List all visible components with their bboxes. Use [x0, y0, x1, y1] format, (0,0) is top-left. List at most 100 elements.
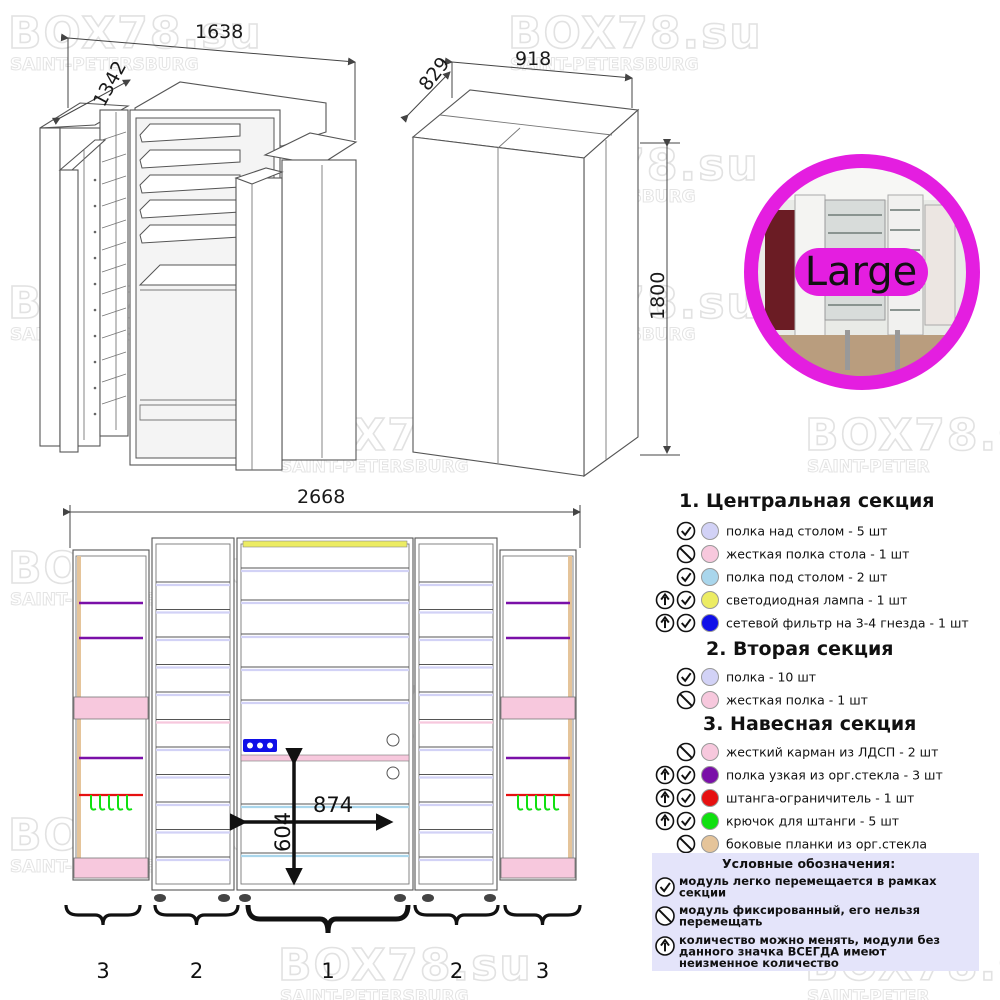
led-lamp [242, 540, 408, 548]
dim-height: 1800 [647, 272, 669, 320]
front-elevation [72, 537, 577, 902]
legend-text: модуль легко перемещается в рамках [679, 874, 937, 888]
plan-dimension: 2668 [63, 486, 581, 548]
check-circle-icon [676, 811, 696, 831]
spec-item-text: полка - 10 шт [726, 670, 816, 685]
arrow-up-circle-icon [655, 613, 675, 633]
cable-hole [386, 766, 400, 780]
section-brace [503, 904, 582, 926]
dim-closed-depth: 829 [415, 53, 455, 95]
legend-box: Условные обозначения: модуль легко переме… [652, 853, 979, 971]
spec-item-text: полка узкая из орг.стекла - 3 шт [726, 768, 943, 783]
caster [239, 894, 251, 902]
spec-item: полка узкая из орг.стекла - 3 шт [655, 765, 943, 785]
watermark-brand: BOX78.su [805, 410, 1000, 461]
color-swatch [701, 789, 719, 807]
watermark-city: SAINT-PETER [807, 457, 929, 477]
watermark-brand: BOX78.su [278, 940, 533, 991]
ban-icon [655, 906, 675, 926]
legend-entry: количество можно менять, модули безданно… [655, 933, 940, 970]
desk-shelf [240, 754, 410, 762]
large-badge: Large [744, 154, 980, 390]
ban-icon [676, 834, 696, 854]
spec-item: крючок для штанги - 5 шт [655, 811, 899, 831]
spec-item-text: жесткий карман из ЛДСП - 2 шт [726, 745, 938, 760]
color-swatch [701, 568, 719, 586]
open-wardrobe-drawing [39, 81, 358, 471]
legend-title: Условные обозначения: [722, 856, 895, 871]
legend-background [652, 853, 979, 971]
spec-item-text: жесткая полка стола - 1 шт [726, 547, 909, 562]
section-number: 2 [450, 959, 463, 983]
check-circle-icon [676, 590, 696, 610]
spec-item-text: крючок для штанги - 5 шт [726, 814, 899, 829]
caster [484, 894, 496, 902]
badge-label-pill [795, 248, 928, 296]
hook [517, 795, 524, 811]
caster [154, 894, 166, 902]
second-section-left [151, 537, 235, 891]
spec-item: штанга-ограничитель - 1 шт [655, 788, 914, 808]
arrow-up-circle-icon [655, 788, 675, 808]
section-number: 3 [536, 959, 549, 983]
color-swatch [701, 835, 719, 853]
color-swatch [701, 691, 719, 709]
section-brace [153, 904, 240, 926]
spec-item: полка над столом - 5 шт [676, 521, 887, 541]
hook [99, 795, 106, 811]
hook [526, 795, 533, 811]
legend-text: модуль фиксированный, его нельзя [679, 903, 920, 917]
dim-desk-width: 874 [313, 793, 353, 817]
hook [126, 795, 133, 811]
legend-text: количество можно менять, модули без [679, 933, 940, 947]
spec-section-title: 3. Навесная секция [703, 713, 916, 735]
section-brace [413, 904, 500, 926]
color-swatch [701, 766, 719, 784]
legend-text: неизменное количество [679, 956, 839, 970]
check-circle-icon [676, 765, 696, 785]
closed-wardrobe-drawing [411, 89, 640, 478]
spec-item: полка под столом - 2 шт [676, 567, 887, 587]
spec-item: боковые планки из орг.стекла [676, 834, 927, 854]
power-strip [243, 739, 277, 752]
ban-icon [676, 690, 696, 710]
color-swatch [701, 545, 719, 563]
color-swatch [701, 743, 719, 761]
hook [553, 795, 560, 811]
legend-text: секции [679, 886, 726, 900]
spec-item-text: жесткая полка - 1 шт [726, 693, 868, 708]
caster [422, 894, 434, 902]
dim-plan-width: 2668 [297, 486, 345, 508]
hook [90, 795, 97, 811]
hook [535, 795, 542, 811]
spec-item: полка - 10 шт [676, 667, 816, 687]
spec-section: 2. Вторая секция полка - 10 шт жесткая пол… [676, 638, 893, 710]
second-section-right [414, 537, 498, 891]
watermark-city: SAINT-PETERSBURG [280, 457, 469, 477]
spec-item: жесткий карман из ЛДСП - 2 шт [676, 742, 938, 762]
central-section [236, 537, 414, 891]
center-shelves [138, 123, 241, 421]
arrow-up-circle-icon [655, 590, 675, 610]
spec-item-text: штанга-ограничитель - 1 шт [726, 791, 914, 806]
spec-section-title: 2. Вторая секция [706, 638, 893, 660]
dim-closed-width: 918 [515, 48, 551, 70]
check-circle-icon [676, 788, 696, 808]
ban-icon [676, 544, 696, 564]
badge-label: Large [805, 249, 918, 295]
hook [108, 795, 115, 811]
badge-ring [744, 154, 980, 390]
arrow-up-circle-icon [655, 765, 675, 785]
spec-item: жесткая полка стола - 1 шт [676, 544, 909, 564]
check-circle-icon [676, 567, 696, 587]
rigid-pocket [500, 696, 576, 720]
cable-hole [386, 733, 400, 747]
rigid-pocket [73, 696, 149, 720]
check-circle-icon [655, 877, 675, 897]
dim-open-width: 1638 [195, 21, 243, 43]
check-circle-icon [676, 521, 696, 541]
